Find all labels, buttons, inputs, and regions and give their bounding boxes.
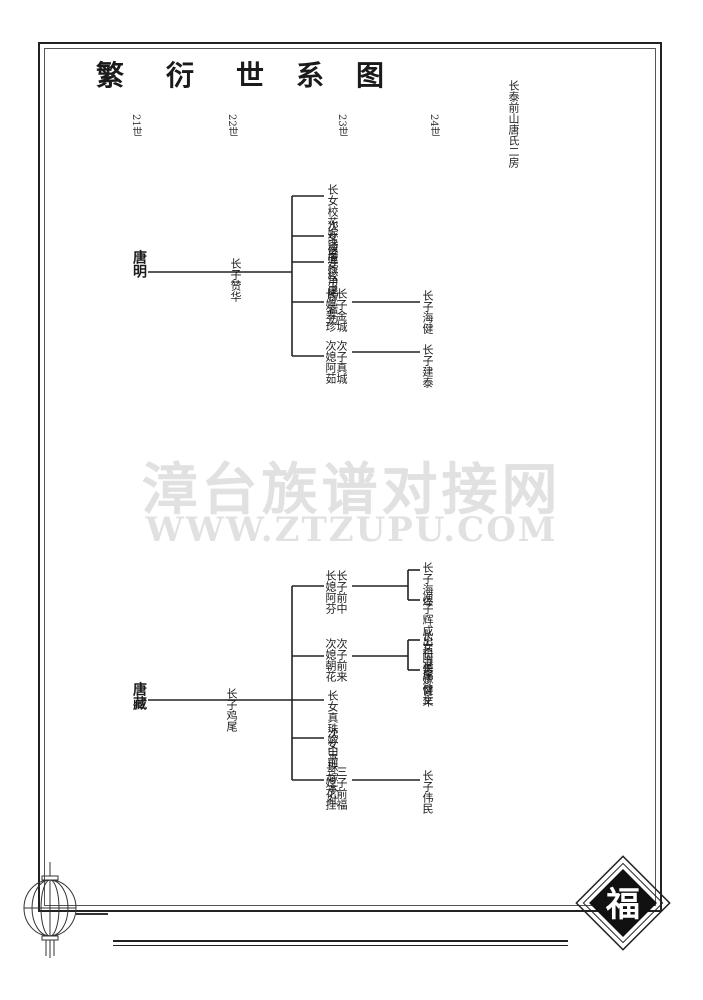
branch-subtitle: 长泰前山唐氏二房 — [507, 80, 520, 168]
fu-emblem-icon: 福 — [575, 855, 671, 951]
person-name: 次女玉珠嫁本社 — [326, 728, 339, 805]
outer-frame — [38, 42, 662, 912]
title-char: 衍 — [166, 59, 195, 92]
inner-frame — [44, 48, 656, 906]
watermark-url: WWW.ZTZUPU.COM — [145, 510, 558, 550]
person-name: 长女真珠嫁山前 — [326, 690, 339, 767]
title-char: 图 — [356, 59, 385, 92]
generation-label: 23世 — [336, 114, 347, 137]
bottom-rule — [113, 940, 568, 946]
lantern-ornament-icon — [23, 862, 108, 958]
person-name: 三子前福 三媳花挂 — [324, 766, 348, 810]
fu-emblem-char: 福 — [605, 885, 640, 925]
person-name: 长女阿美嫁督年 — [421, 630, 434, 707]
person-name: 长子金城 长媳翠珍 — [324, 288, 348, 332]
person-name: 三女校玉嫁岩边 — [326, 248, 339, 325]
generation-label: 22世 — [226, 114, 237, 137]
person-name: 长子前中 长媳阿芬 — [324, 570, 348, 614]
title-char: 繁 — [96, 59, 125, 92]
person-name: 次子前来 次媳朝花 — [324, 638, 348, 682]
person-name: 长子海健 — [421, 290, 434, 334]
person-name: 长子海煌 — [421, 562, 434, 606]
ancestor-name: 唐明 — [131, 250, 147, 278]
person-name: 次子辉成出祖港尾 — [421, 592, 434, 680]
generation-label: 24世 — [428, 114, 439, 137]
generation-label: 21世 — [130, 114, 141, 137]
ancestor-name: 唐藏 — [131, 682, 147, 710]
person-name: 长子建泰 — [421, 344, 434, 388]
watermark-chinese: 漳台族谱对接网 — [141, 457, 562, 523]
person-name: 次子真城 次媳阿茹 — [324, 340, 348, 384]
title-char: 系 — [296, 59, 325, 92]
title-char: 世 — [236, 59, 265, 92]
person-name: 长女校花嫁潘厝 — [326, 184, 339, 261]
person-name: 次女校莲嫁角尾 — [326, 220, 339, 297]
person-name: 长子健文 — [421, 662, 434, 706]
person-name: 长子伟民 — [421, 770, 434, 814]
person-name: 长子鸡尾 — [225, 688, 238, 732]
person-name: 长子赞华 — [229, 258, 242, 302]
